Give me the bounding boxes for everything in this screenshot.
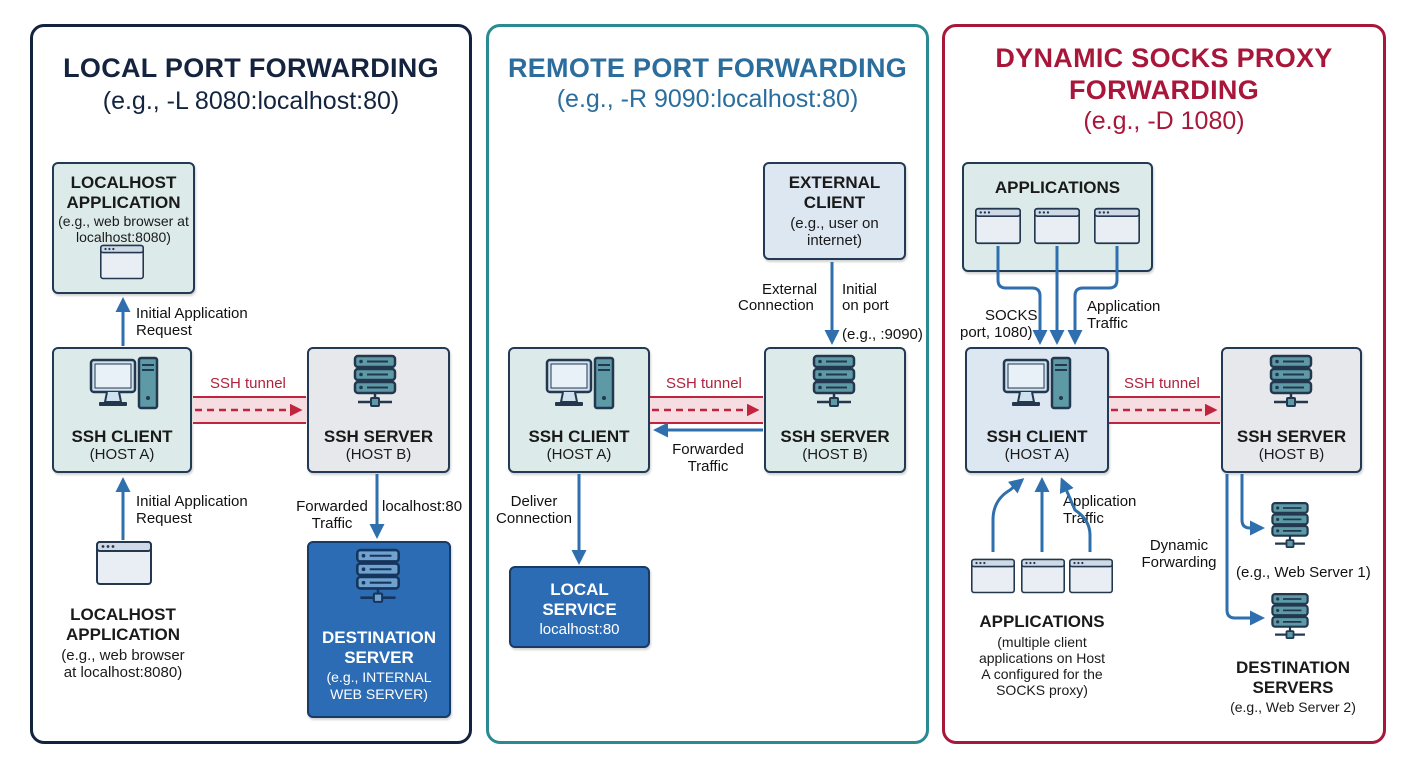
remote-label-deliver-2: Connection [496,510,572,527]
local-server-name: SSH SERVER [323,427,434,446]
local-label-request-bottom-2: Request [136,510,192,527]
local-label-localhost: localhost:80 [382,498,463,515]
dynamic-apps-top-box: APPLICATIONS [962,162,1153,272]
remote-label-initial-2: on port [842,297,889,314]
local-app-bottom-desc-1: (e.g., web browser [61,647,185,664]
remote-local-service-box: LOCAL SERVICE localhost:80 [509,566,650,648]
dynamic-client-host: (HOST A) [1004,446,1070,463]
dynamic-tunnel-label: SSH tunnel [1124,375,1200,392]
local-label-forwarded-2: Traffic [311,515,353,532]
dynamic-title-line-1: DYNAMIC SOCKS PROXY [995,43,1333,73]
dynamic-apps-bottom-desc-3: A configured for the [981,666,1103,682]
remote-service-desc: localhost:80 [539,621,620,638]
remote-ssh-server-box: SSH SERVER (HOST B) [764,347,906,473]
local-app-bottom-name-2: APPLICATION [66,625,180,644]
local-ssh-client-box: SSH CLIENT (HOST A) [52,347,192,473]
local-app-top-box: LOCALHOST APPLICATION (e.g., web browser… [52,162,195,294]
remote-external-name-1: EXTERNAL [788,173,881,192]
remote-label-forwarded-2: Traffic [687,458,729,475]
dynamic-label-socks-2: port, 1080) [960,324,1033,341]
remote-label-port: (e.g., :9090) [842,326,923,343]
local-tunnel-label: SSH tunnel [210,375,286,392]
local-app-bottom-name-1: LOCALHOST [70,605,176,624]
remote-service-name-1: LOCAL [550,580,609,599]
local-app-top-name-2: APPLICATION [66,193,181,212]
remote-external-desc-2: internet) [806,232,863,249]
remote-server-name: SSH SERVER [780,427,890,446]
dynamic-apps-bottom-desc-2: applications on Host [978,650,1106,666]
local-label-request-top-2: Request [136,322,192,339]
dynamic-ssh-client-box: SSH CLIENT (HOST A) [965,347,1109,473]
remote-server-host: (HOST B) [802,446,868,463]
local-label-request-bottom-1: Initial Application [136,493,248,510]
dynamic-label-dynamic-1: Dynamic [1149,537,1209,554]
local-destination-desc-1: (e.g., INTERNAL [326,669,432,685]
remote-external-client-box: EXTERNAL CLIENT (e.g., user on internet) [763,162,906,260]
remote-service-name-2: SERVICE [542,600,617,619]
dynamic-client-name: SSH CLIENT [986,427,1088,446]
dynamic-label-app-traffic-top-1: Application [1087,298,1161,315]
remote-example: (e.g., -R 9090:localhost:80) [556,85,859,113]
local-ssh-server-box: SSH SERVER (HOST B) [307,347,450,473]
dynamic-server-host: (HOST B) [1258,446,1325,463]
remote-client-host: (HOST A) [546,446,612,463]
dynamic-destinations-desc: (e.g., Web Server 2) [1230,699,1356,715]
remote-external-desc-1: (e.g., user on [790,215,879,232]
local-label-forwarded-1: Forwarded [296,498,368,515]
remote-ssh-client-box: SSH CLIENT (HOST A) [508,347,650,473]
dynamic-apps-bottom-desc-4: SOCKS proxy) [996,682,1088,698]
local-label-request-top-1: Initial Application [136,305,248,322]
remote-label-deliver-1: Deliver [510,493,558,510]
dynamic-server-name: SSH SERVER [1236,427,1347,446]
dynamic-destinations-name-2: SERVERS [1252,678,1334,697]
dynamic-apps-top-label: APPLICATIONS [994,178,1121,197]
remote-client-name: SSH CLIENT [528,427,630,446]
local-server-host: (HOST B) [345,446,412,463]
local-destination-desc-2: WEB SERVER) [330,686,428,702]
dynamic-web-server-1-label: (e.g., Web Server 1) [1236,564,1371,581]
dynamic-label-app-traffic-top-2: Traffic [1087,315,1128,332]
remote-title: REMOTE PORT FORWARDING [507,53,908,83]
remote-label-initial-1: Initial [842,281,878,298]
local-app-top-name-1: LOCALHOST [70,173,177,192]
dynamic-label-app-traffic-bottom-2: Traffic [1063,510,1104,527]
remote-label-forwarded-1: Forwarded [672,441,744,458]
local-destination-name-2: SERVER [344,648,414,667]
local-client-host: (HOST A) [89,446,155,463]
local-example: (e.g., -L 8080:localhost:80) [102,87,400,115]
local-destination-name-1: DESTINATION [322,628,436,647]
dynamic-destinations-name-1: DESTINATION [1236,658,1350,677]
remote-external-name-2: CLIENT [803,193,866,212]
dynamic-example: (e.g., -D 1080) [1083,107,1245,135]
dynamic-apps-bottom-name: APPLICATIONS [979,612,1105,631]
remote-tunnel-label: SSH tunnel [666,375,742,392]
local-app-top-desc-1: (e.g., web browser at [58,213,189,229]
remote-label-external-1: External [762,281,818,298]
local-title: LOCAL PORT FORWARDING [63,53,439,83]
dynamic-label-dynamic-2: Forwarding [1141,554,1217,571]
local-app-bottom-desc-2: at localhost:8080) [63,664,183,681]
dynamic-ssh-server-box: SSH SERVER (HOST B) [1221,347,1362,473]
local-app-top-desc-2: localhost:8080) [76,229,171,245]
dynamic-title-line-2: FORWARDING [1069,75,1259,105]
dynamic-apps-bottom-desc-1: (multiple client [997,634,1087,650]
remote-label-external-2: Connection [738,297,814,314]
local-destination-box: DESTINATION SERVER (e.g., INTERNAL WEB S… [307,541,451,718]
local-client-name: SSH CLIENT [71,427,173,446]
dynamic-label-app-traffic-bottom-1: Application [1063,493,1137,510]
dynamic-label-socks-1: SOCKS [985,307,1038,324]
